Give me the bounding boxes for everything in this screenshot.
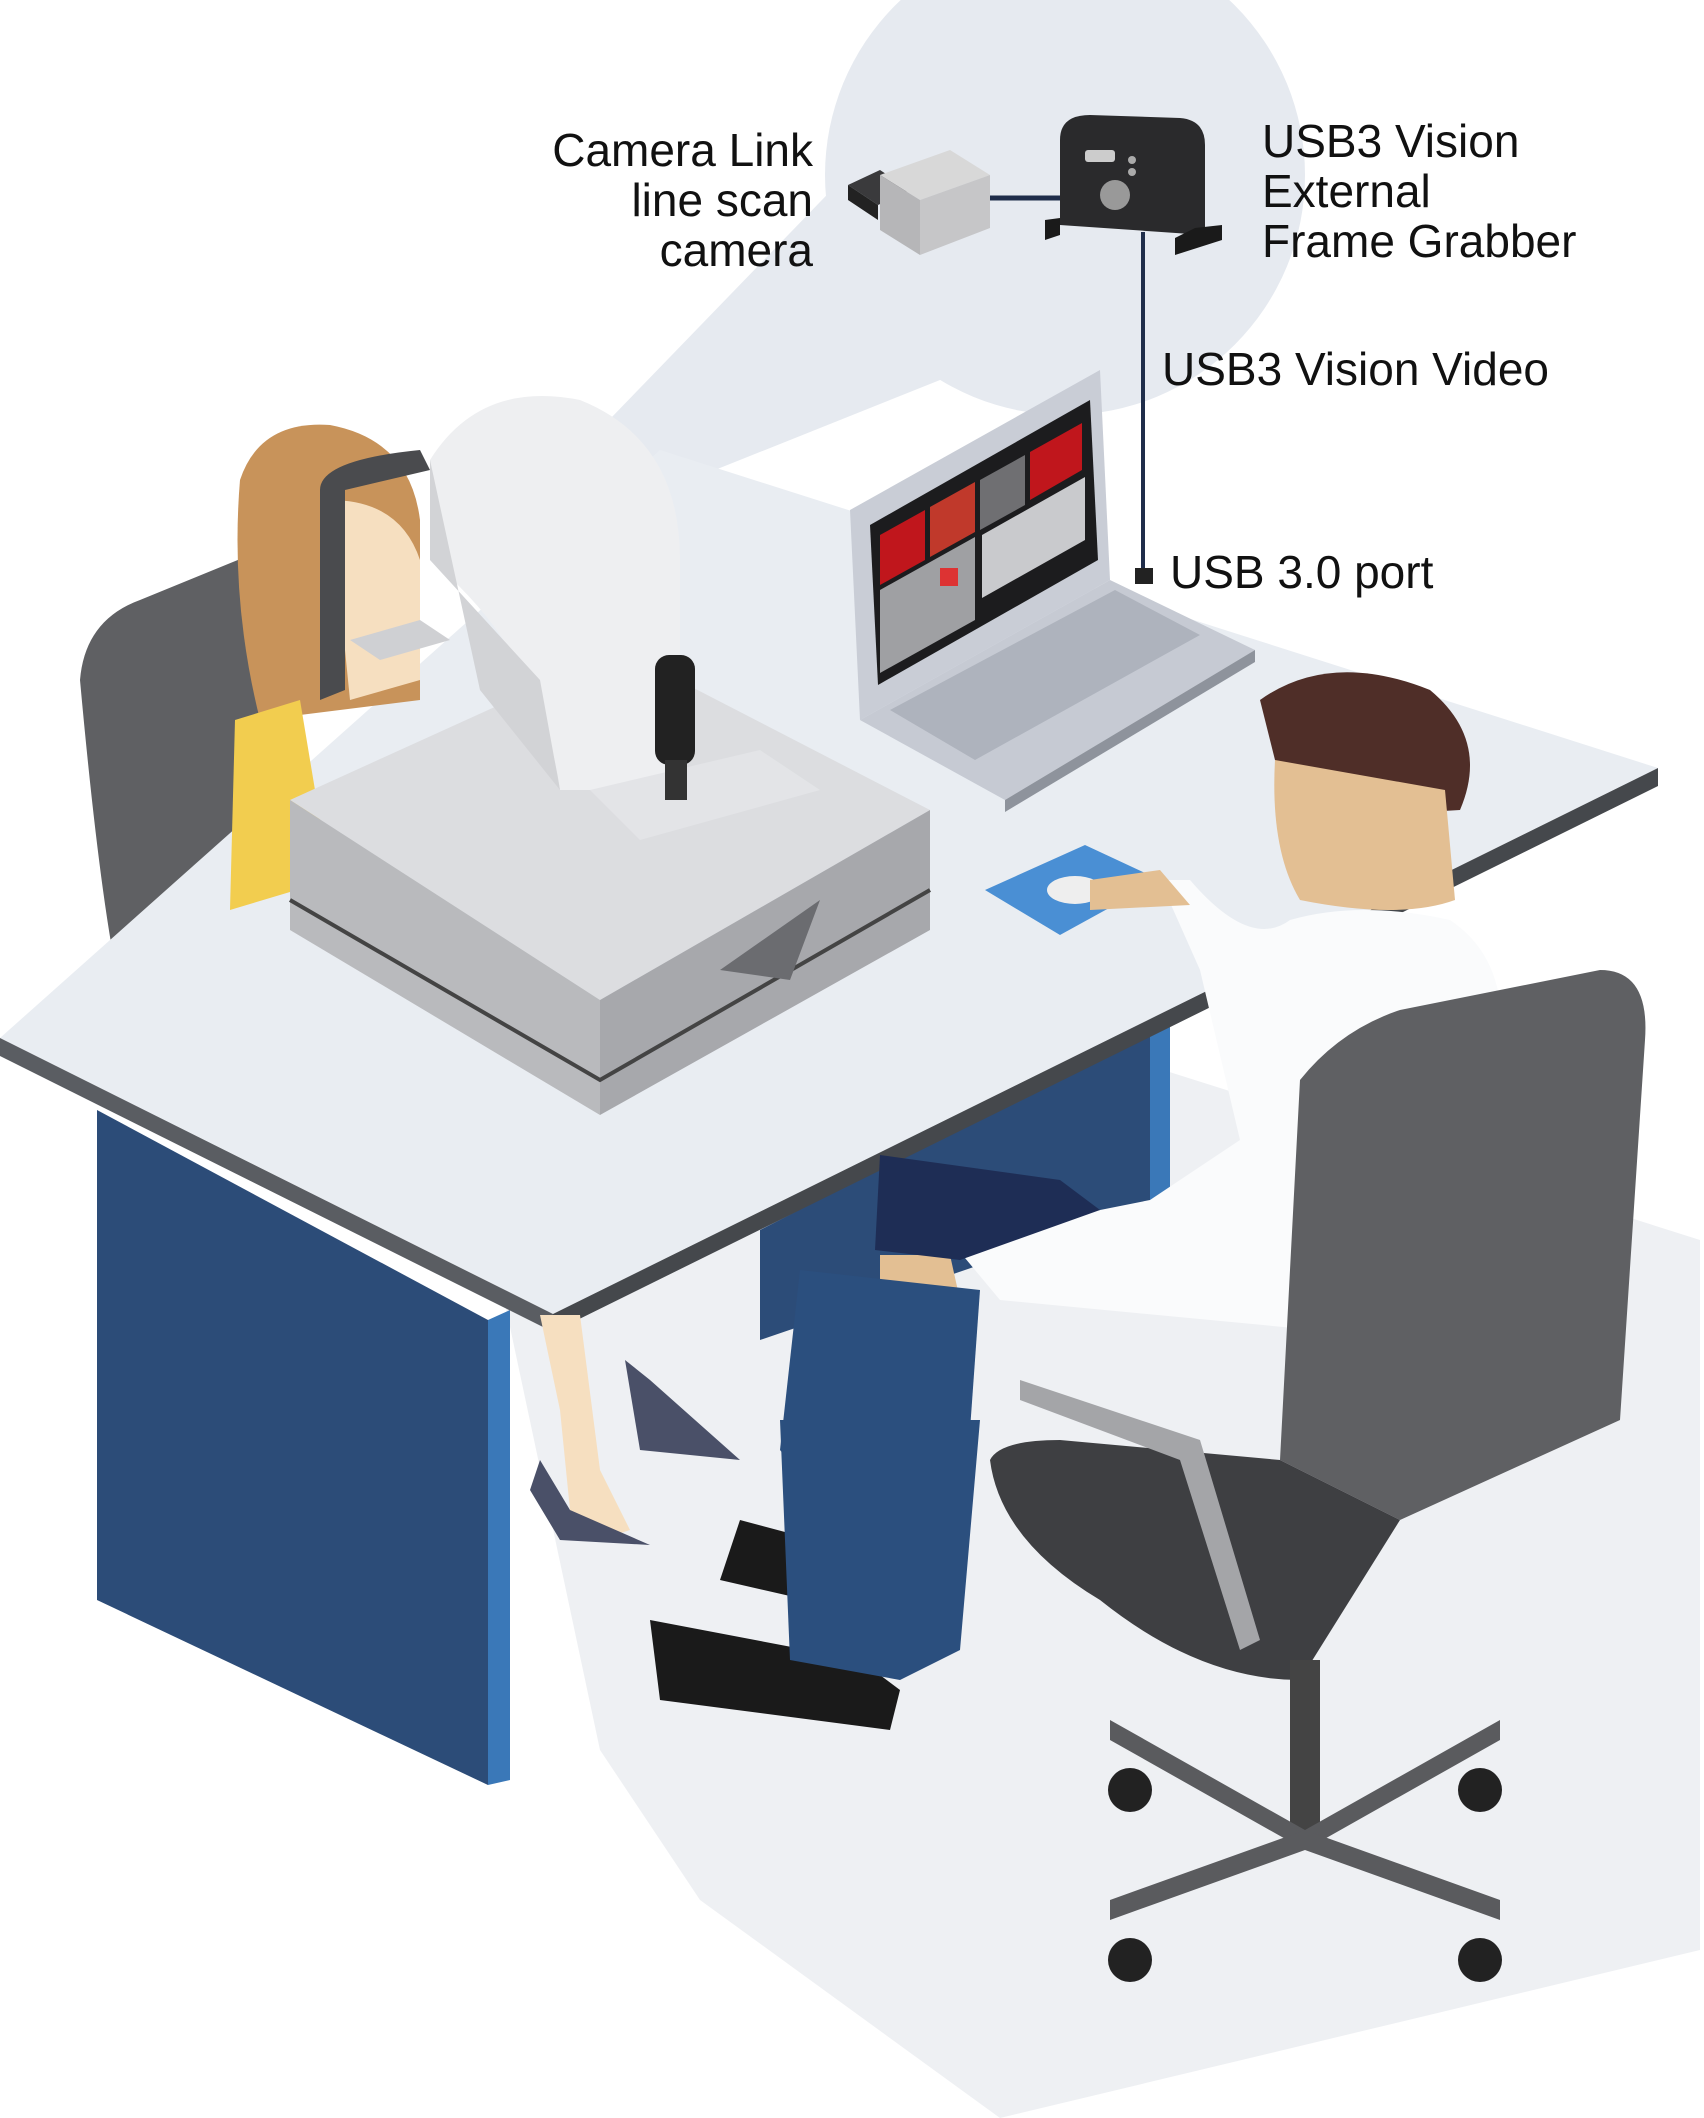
patient-chair — [80, 555, 290, 990]
grabber-label-line-3: Frame Grabber — [1262, 215, 1576, 267]
laptop-screen-content — [880, 423, 1085, 673]
chair-wheel — [1458, 1938, 1502, 1982]
video-label: USB3 Vision Video — [1162, 343, 1549, 395]
joystick — [655, 655, 695, 765]
camera-link-connector-icon — [1100, 180, 1130, 210]
camera-label-line-2: line scan — [631, 174, 813, 226]
doctor-chair — [990, 970, 1646, 1982]
port-label: USB 3.0 port — [1170, 546, 1434, 598]
retinal-imaging-device — [288, 396, 931, 1115]
grabber-label-line-1: USB3 Vision — [1262, 115, 1519, 167]
chair-wheel — [1108, 1938, 1152, 1982]
laptop — [850, 370, 1255, 812]
usb-connector-icon — [1085, 150, 1115, 162]
chair-wheel — [1108, 1768, 1152, 1812]
grabber-label: USB3 Vision External Frame Grabber — [1262, 115, 1576, 267]
frame-grabber — [1045, 115, 1222, 255]
usb-port — [1135, 568, 1153, 584]
camera-label: Camera Link line scan camera — [552, 124, 814, 276]
mouse — [1047, 876, 1103, 904]
line-scan-camera — [848, 150, 990, 255]
chair-wheel — [1458, 1768, 1502, 1812]
camera-label-line-1: Camera Link — [552, 124, 814, 176]
grabber-label-line-2: External — [1262, 165, 1431, 217]
camera-label-line-3: camera — [660, 224, 814, 276]
